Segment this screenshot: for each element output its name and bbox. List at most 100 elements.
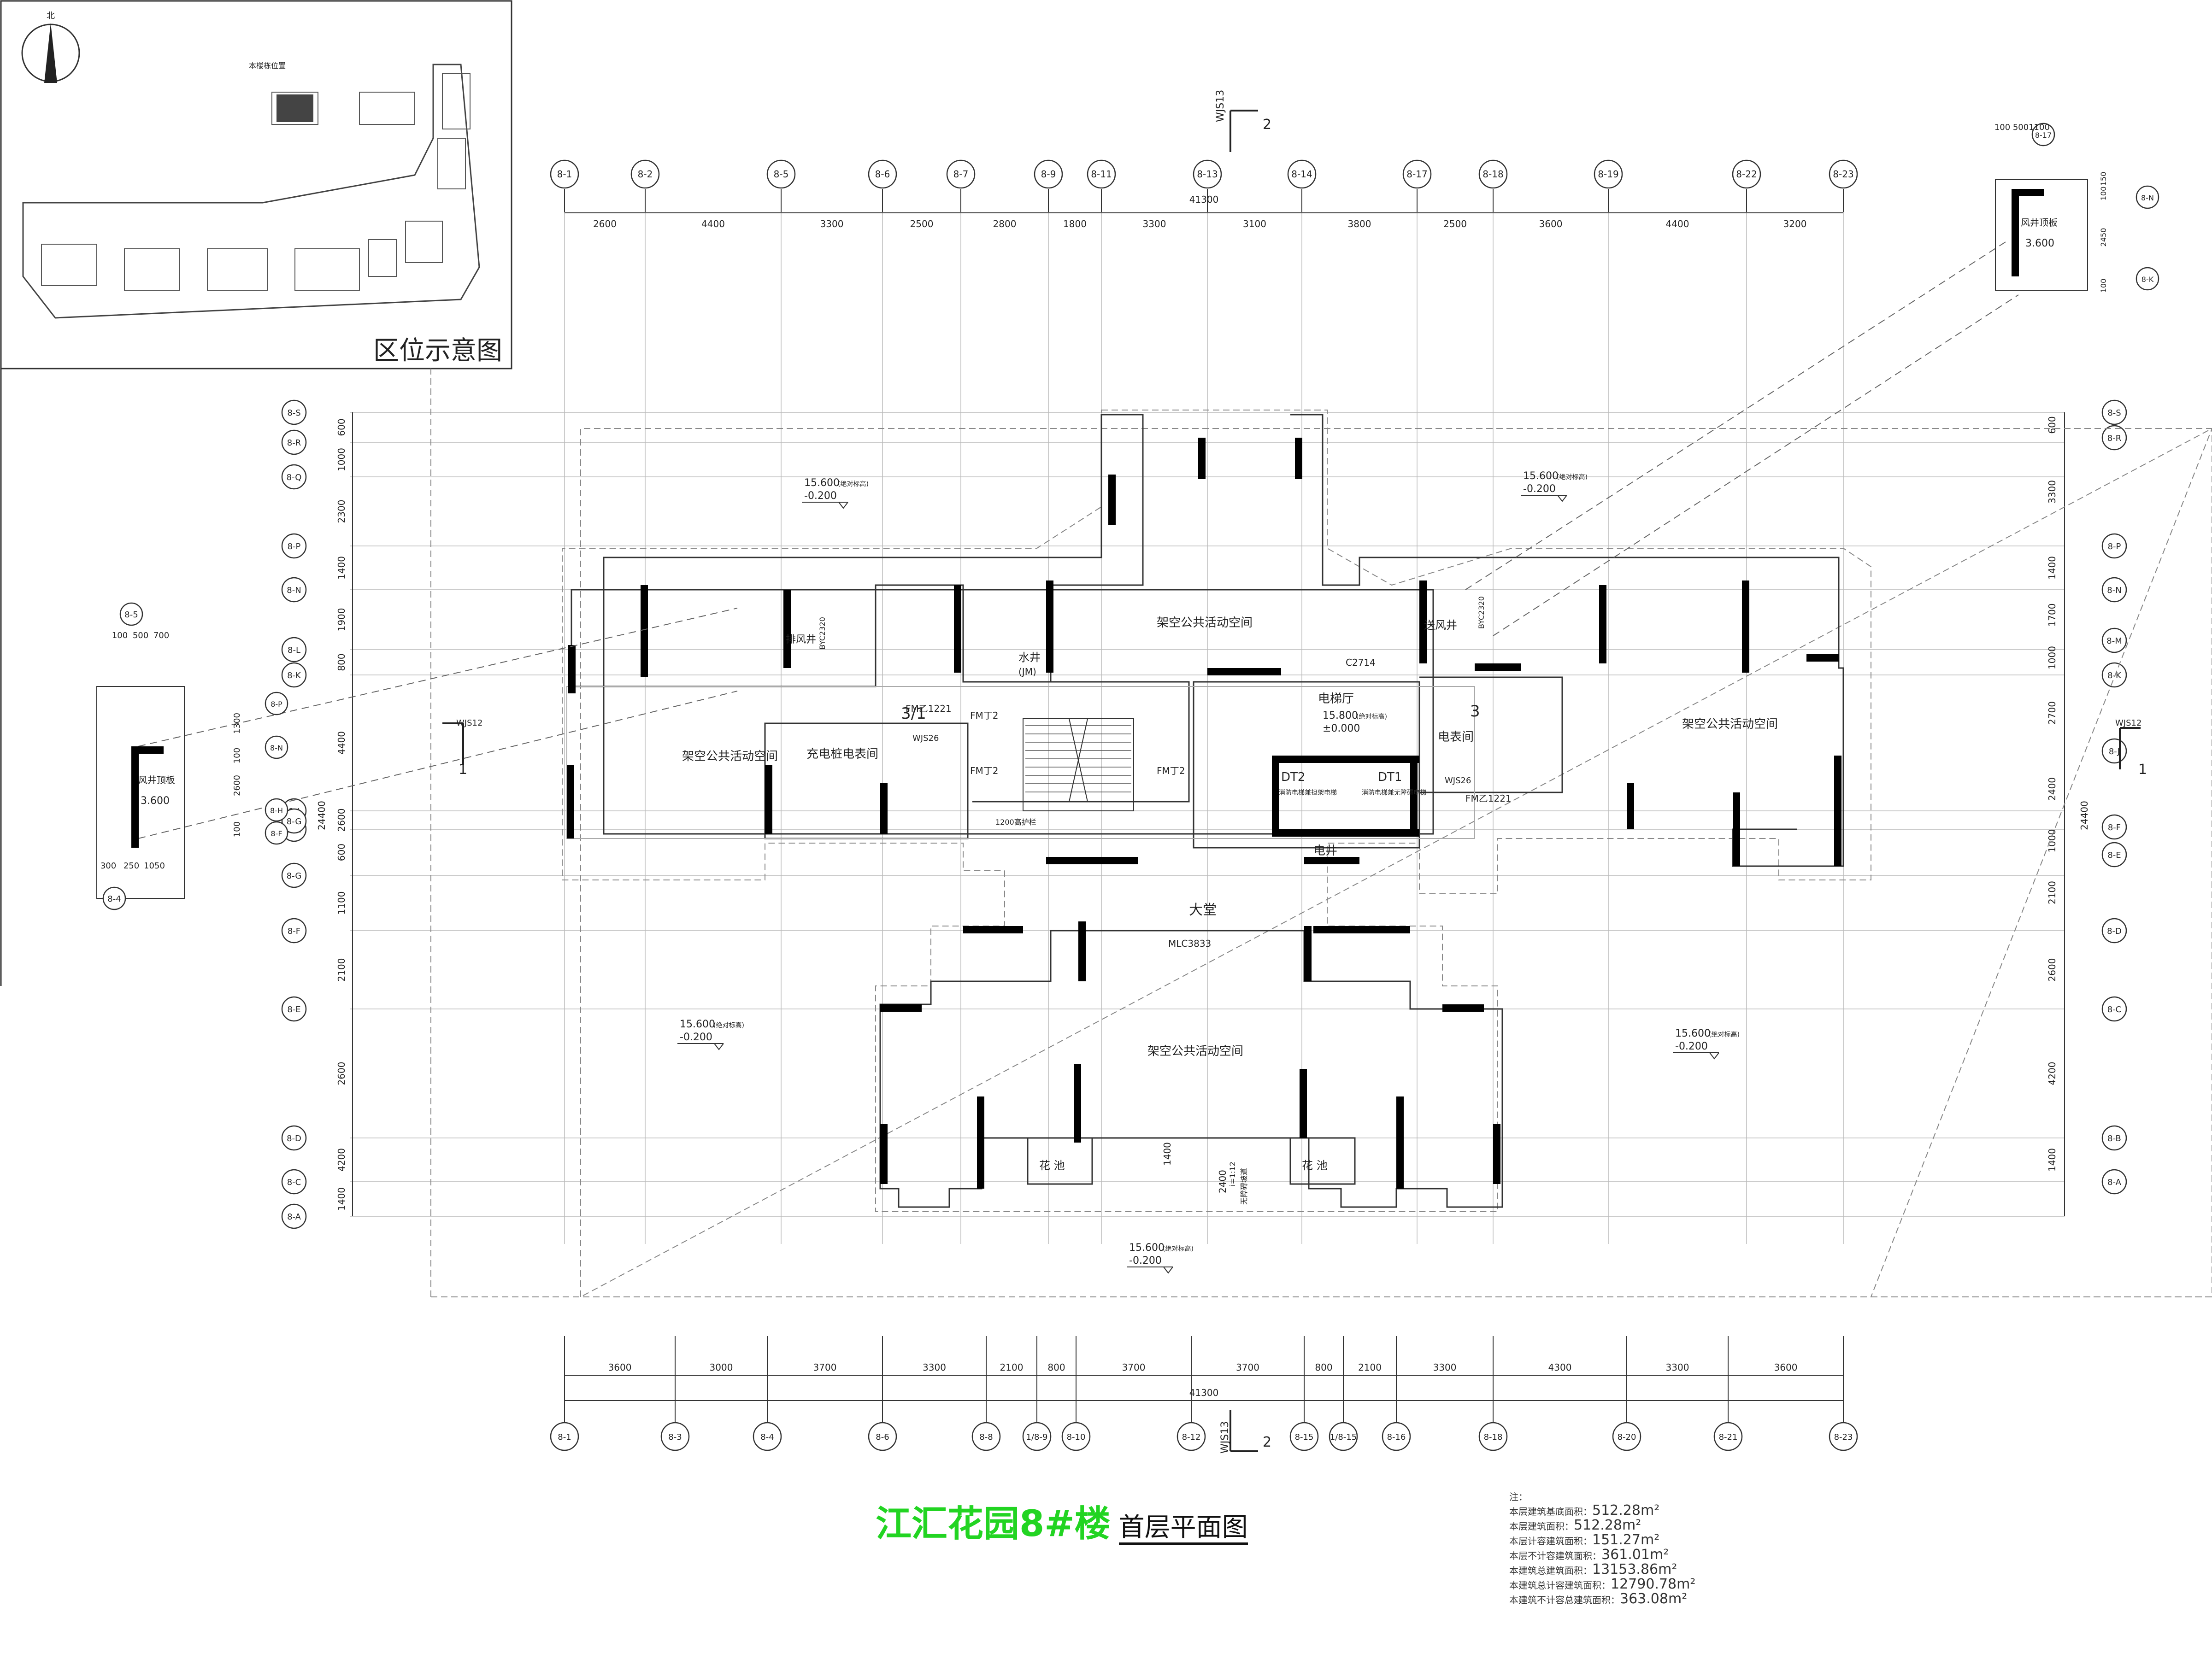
axis-bottom-5-label: 1/8-9	[1026, 1432, 1048, 1442]
axis-bottom-10-circle	[1382, 1422, 1411, 1451]
room-label-stilt-west: 架空公共活动空间	[682, 750, 778, 763]
grid-axes-right: 8-S8-R8-P8-N8-M8-K8-J8-F8-E8-D8-C8-B8-A6…	[2047, 399, 2127, 1216]
detail-left-vdim-1: 2600	[232, 775, 242, 796]
axis-left-5-circle	[281, 637, 307, 663]
detail-left-vaxis-3-label: 8-F	[271, 829, 282, 838]
axis-bottom-6-circle	[1061, 1422, 1091, 1451]
detail-right-vdim-3: 100	[2099, 279, 2108, 293]
axis-top-13-circle	[1829, 159, 1858, 189]
axis-top-1-circle	[630, 159, 660, 189]
elev-rel-ne: -0.200	[1523, 483, 1556, 495]
dim-top-12: 3200	[1783, 218, 1807, 229]
axis-bottom-14-circle	[1829, 1422, 1858, 1451]
detail-right-dim-top-2: 1100	[2029, 123, 2050, 132]
axis-top-0-circle	[550, 159, 579, 189]
room-label-planter-east: 花 池	[1302, 1159, 1328, 1172]
axis-left-last-circle	[281, 1203, 307, 1229]
key-map: 北 本楼栋位置 区位示意图	[0, 0, 512, 986]
axis-right-1-label: 8-R	[2107, 434, 2121, 443]
label-byc2320-west: BYC2320	[818, 617, 827, 650]
elev-abs-sw: 15.600	[680, 1019, 715, 1030]
dim-right-6: 2400	[2047, 777, 2058, 801]
elevation-se: 15.600 (绝对标高) -0.200	[1673, 1028, 1740, 1060]
detail-right-axis-2-label: 8-K	[2141, 275, 2154, 284]
note-value: 512.28m²	[1574, 1517, 1641, 1533]
dim-bottom-9: 2100	[1358, 1362, 1382, 1373]
axis-bottom-13-label: 8-21	[1719, 1432, 1738, 1442]
axis-left-13-circle	[281, 1169, 307, 1195]
axis-right-11-circle	[2101, 1125, 2127, 1151]
axis-left-4-circle	[281, 577, 307, 603]
detail-left-vdim-2: 100	[232, 748, 242, 763]
section-num-east: 1	[2138, 762, 2147, 778]
detail-right-axis-1-circle	[2136, 185, 2159, 209]
elev-note-sw: (绝对标高)	[713, 1021, 744, 1029]
axis-bottom-1-circle	[660, 1422, 690, 1451]
axis-bottom-9-circle	[1329, 1422, 1358, 1451]
note-label: 本层计容建筑面积：	[1509, 1536, 1592, 1547]
axis-bottom-6-label: 8-10	[1067, 1432, 1086, 1442]
dim-bottom-6: 3700	[1122, 1362, 1146, 1373]
section-ref-top: WJS13	[1215, 90, 1226, 122]
room-label-dt1: DT1	[1378, 770, 1402, 784]
axis-bottom-10-label: 8-16	[1387, 1432, 1406, 1442]
axis-top-11-label: 8-19	[1598, 169, 1618, 180]
axis-left-6-label: 8-K	[287, 671, 301, 680]
axis-left-10-circle	[281, 918, 307, 944]
axis-left-2-circle	[281, 464, 307, 490]
dim-left-9: 1100	[336, 891, 347, 915]
elev-note-se: (绝对标高)	[1709, 1031, 1740, 1038]
axis-right-1-circle	[2101, 425, 2127, 451]
note-label: 本建筑总计容建筑面积：	[1509, 1580, 1611, 1591]
axis-left-1-label: 8-R	[287, 438, 301, 448]
label-sec-3: 3	[1470, 702, 1480, 721]
axis-left-12-label: 8-D	[287, 1134, 301, 1143]
elev-abs-nw: 15.600	[804, 477, 840, 489]
axis-bottom-1-label: 8-3	[668, 1432, 682, 1442]
detail-right-vdim-0: 150	[2099, 172, 2108, 186]
dashed-outlines	[430, 369, 2212, 1298]
note-item: 本建筑总计容建筑面积：12790.78m²	[1509, 1577, 1695, 1592]
note-item: 本层建筑面积：512.28m²	[1509, 1519, 1695, 1533]
dim-left-5: 800	[336, 653, 347, 671]
section-ref-bottom: WJS13	[1219, 1421, 1231, 1454]
axis-top-4-label: 8-7	[953, 169, 969, 180]
axis-right-8-circle	[2101, 842, 2127, 868]
key-map-title: 区位示意图	[373, 336, 502, 366]
dim-bottom-12: 3300	[1666, 1362, 1689, 1373]
drawing-title-sub: 首层平面图	[1118, 1513, 1248, 1545]
axis-bottom-2-label: 8-4	[760, 1432, 774, 1442]
room-label-dt2-sub: 消防电梯兼担架电梯	[1279, 789, 1337, 797]
dim-bottom-11: 4300	[1548, 1362, 1572, 1373]
axis-top-8-circle	[1287, 159, 1317, 189]
dim-top-11: 4400	[1666, 218, 1689, 229]
detail-left-dim-top-2: 700	[153, 631, 169, 640]
room-label-dt2: DT2	[1281, 770, 1305, 784]
label-fmb1221-west: FM乙1221	[906, 703, 952, 714]
detail-left-dim-bottom-0: 300	[100, 861, 116, 871]
detail-left-vaxis-2-circle	[265, 798, 288, 822]
axis-left-12-circle	[281, 1125, 307, 1151]
right-vent-level: 3.600	[2025, 238, 2054, 249]
note-item: 本层计容建筑面积：151.27m²	[1509, 1533, 1695, 1548]
elev-note-ne: (绝对标高)	[1557, 473, 1588, 481]
elev-note-s: (绝对标高)	[1163, 1245, 1194, 1253]
left-vent-label: 风井顶板	[138, 774, 175, 786]
dim-bottom-13: 3600	[1774, 1362, 1798, 1373]
label-fmb1221-east: FM乙1221	[1465, 793, 1512, 804]
dim-top-3: 2500	[910, 218, 934, 229]
axis-bottom-0-label: 8-1	[558, 1432, 571, 1442]
axis-left-9-circle	[281, 862, 307, 888]
room-label-stilt-south: 架空公共活动空间	[1147, 1044, 1243, 1058]
dim-right-1: 3300	[2047, 480, 2058, 504]
axis-top-5-circle	[1034, 159, 1063, 189]
room-label-planter-west: 花 池	[1039, 1159, 1065, 1172]
note-value: 363.08m²	[1620, 1591, 1688, 1607]
axis-right-12-circle	[2101, 1169, 2127, 1195]
elev-abs-ne: 15.600	[1523, 470, 1559, 482]
dim-top-8: 3800	[1348, 218, 1371, 229]
section-num-west: 1	[459, 762, 467, 778]
axis-right-9-label: 8-D	[2107, 926, 2122, 936]
note-value: 512.28m²	[1592, 1502, 1660, 1519]
